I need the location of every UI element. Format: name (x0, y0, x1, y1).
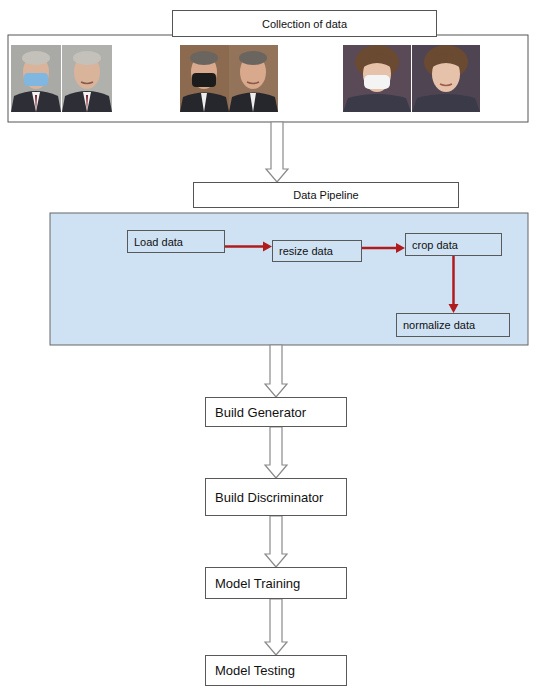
node-label: normalize data (403, 319, 475, 331)
pipeline-panel (50, 213, 528, 345)
flow-arrow (362, 243, 405, 253)
face-photo (412, 45, 480, 112)
arrow-head (396, 243, 405, 253)
process-box: Load data (127, 230, 225, 253)
flow-arrow (449, 256, 459, 313)
flow-arrow (265, 345, 287, 397)
node-label: resize data (279, 245, 333, 257)
node-label: Model Testing (215, 663, 295, 678)
block-arrow (265, 516, 287, 567)
face-photo (343, 45, 411, 112)
node-label: Load data (134, 236, 183, 248)
flow-arrow (265, 516, 287, 567)
node-label: crop data (412, 239, 458, 251)
block-arrow (265, 427, 287, 478)
process-box: Model Training (205, 567, 347, 599)
block-arrow (266, 122, 288, 182)
group-heading-box: Data Pipeline (193, 182, 459, 208)
node-label: Build Discriminator (215, 490, 323, 505)
block-arrow (265, 345, 287, 397)
arrow-line (362, 247, 396, 250)
node-label: Build Generator (215, 405, 306, 420)
process-box: Build Generator (205, 397, 347, 427)
face-photo (180, 45, 229, 112)
process-box: normalize data (396, 313, 510, 337)
arrow-line (452, 256, 455, 304)
block-arrow (265, 599, 287, 655)
arrow-line (225, 245, 263, 248)
group-region: Data PipelineLoad data resize data crop da… (50, 182, 528, 345)
process-box: Model Testing (205, 655, 347, 686)
flow-arrow (265, 427, 287, 478)
process-box: Build Discriminator (205, 478, 347, 516)
group-region: Collection of data (8, 10, 528, 122)
face-photo (62, 45, 112, 112)
process-box: crop data (405, 233, 502, 256)
flow-arrow (265, 599, 287, 655)
node-label: Model Training (215, 576, 300, 591)
flow-arrow (266, 122, 288, 182)
flow-arrow (225, 242, 272, 252)
collection-frame (8, 35, 528, 122)
arrow-head (263, 242, 272, 252)
arrow-head (449, 304, 459, 313)
node-label: Data Pipeline (293, 189, 358, 201)
group-heading-box: Collection of data (172, 10, 437, 37)
face-photo (11, 45, 61, 112)
process-box: resize data (272, 240, 362, 262)
node-label: Collection of data (262, 18, 347, 30)
face-photo (229, 45, 278, 112)
